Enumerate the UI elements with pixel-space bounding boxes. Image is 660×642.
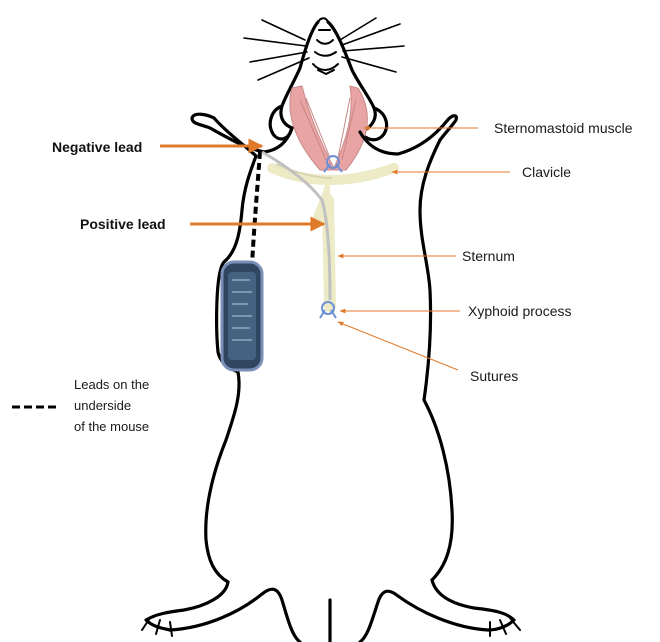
mouse-head (270, 18, 386, 140)
positive-lead-label: Positive lead (80, 216, 166, 232)
legend: Leads on the underside of the mouse (12, 377, 149, 434)
sutures-label: Sutures (470, 368, 518, 384)
implanted-transmitter-icon (222, 262, 262, 370)
clavicle-label: Clavicle (522, 164, 571, 180)
mouse-body-outline (142, 114, 520, 642)
xyphoid-label: Xyphoid process (468, 303, 572, 319)
legend-line-1: Leads on the (74, 377, 149, 392)
sternomastoid-label: Sternomastoid muscle (494, 120, 633, 136)
lead-wire-dashed (252, 152, 260, 264)
legend-line-2: underside (74, 398, 131, 413)
sternum-label: Sternum (462, 248, 515, 264)
negative-lead-label: Negative lead (52, 139, 142, 155)
legend-line-3: of the mouse (74, 419, 149, 434)
